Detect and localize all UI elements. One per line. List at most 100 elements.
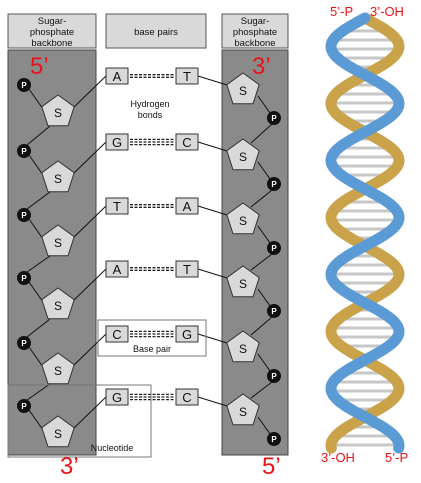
phosphate-label: P	[21, 339, 27, 348]
nucleotide-label: Nucleotide	[91, 443, 134, 453]
right-backbone-header-line-2: phosphate	[233, 27, 277, 38]
base-pair-label: Base pair	[133, 344, 171, 354]
phosphate-label: P	[271, 435, 277, 444]
phosphate-label: P	[21, 147, 27, 156]
sugar-base-connectors	[73, 75, 228, 429]
left-base-box	[105, 133, 129, 151]
hydrogen-bond-lines	[130, 330, 174, 338]
sugar-label: S	[54, 299, 62, 313]
left-backbone-links	[26, 88, 51, 431]
phosphate-circle	[267, 304, 281, 318]
phosphate-circle	[267, 177, 281, 191]
hydrogen-bond-lines	[130, 267, 174, 271]
left-base-box	[105, 388, 129, 406]
right-base-box	[175, 133, 199, 151]
left-base-box	[105, 197, 129, 215]
base-pairs-header: base pairs	[105, 13, 207, 49]
left-nucleotide: SP	[17, 336, 75, 385]
helix-blue-strand	[325, 12, 405, 454]
left-nucleotide: SP	[17, 78, 75, 127]
sugar-label: S	[239, 214, 247, 228]
sugar-pentagon	[226, 72, 260, 105]
base-pair-annotation: Base pair	[97, 319, 207, 357]
sugar-pentagon	[226, 202, 260, 235]
right-base-letter: A	[183, 199, 192, 214]
phosphate-circle	[17, 271, 31, 285]
phosphate-circle	[17, 78, 31, 92]
base-pairs-header-label: base pairs	[134, 27, 178, 38]
phosphate-label: P	[271, 307, 277, 316]
left-nucleotide: SP	[17, 144, 75, 193]
left-backbone-header-line-1: Sugar-	[38, 16, 67, 27]
phosphate-circle	[17, 208, 31, 222]
left-backbone-header-line-2: phosphate	[30, 27, 74, 38]
right-nucleotide: SP	[226, 265, 281, 318]
left-nucleotide: SP	[17, 208, 75, 257]
sugar-label: S	[54, 172, 62, 186]
right-bottom-end-label: 5’	[262, 453, 281, 480]
sugar-pentagon	[226, 265, 260, 298]
sugar-pentagon	[41, 224, 75, 257]
phosphate-circle	[17, 336, 31, 350]
sugar-label: S	[239, 277, 247, 291]
phosphate-label: P	[271, 372, 277, 381]
phosphate-label: P	[21, 274, 27, 283]
phosphate-circle	[267, 241, 281, 255]
hydrogen-bonds-annotation: Hydrogen bonds	[130, 99, 169, 120]
right-nucleotide: SP	[226, 393, 281, 446]
phosphate-label: P	[21, 211, 27, 220]
helix-bottom-left-label: 3’-OH	[321, 450, 355, 465]
right-base-box	[175, 67, 199, 85]
hydrogen-bonds-label-line-2: bonds	[138, 110, 163, 120]
phosphate-circle	[17, 144, 31, 158]
hydrogen-bond-lines	[130, 204, 174, 208]
sugar-label: S	[239, 84, 247, 98]
sugar-label: S	[54, 106, 62, 120]
left-base-letter: G	[112, 390, 122, 405]
right-backbone-header: Sugar- phosphate backbone	[221, 13, 289, 49]
sugar-pentagon	[41, 160, 75, 193]
sugar-pentagon	[41, 415, 75, 448]
right-nucleotide: SP	[226, 330, 281, 383]
sugar-pentagon	[41, 287, 75, 320]
left-nucleotide: SP	[17, 271, 75, 320]
right-base-letter: C	[182, 135, 191, 150]
hydrogen-bond-lines	[130, 138, 174, 146]
right-base-box	[175, 197, 199, 215]
left-base-letter: A	[113, 69, 122, 84]
right-base-box	[175, 325, 199, 343]
right-base-box	[175, 388, 199, 406]
helix-top-right-label: 3’-OH	[370, 4, 404, 19]
sugar-label: S	[54, 427, 62, 441]
left-bottom-end-label: 3’	[60, 453, 79, 480]
right-nucleotide: SP	[226, 72, 281, 125]
sugar-pentagon	[41, 352, 75, 385]
right-backbone-links	[250, 95, 273, 435]
hydrogen-bond-lines	[130, 74, 174, 78]
left-base-letter: G	[112, 135, 122, 150]
hydrogen-bond-lines	[130, 393, 174, 401]
sugar-label: S	[54, 236, 62, 250]
sugar-label: S	[239, 342, 247, 356]
helix-bottom-right-label: 5’-P	[385, 450, 408, 465]
sugar-label: S	[54, 364, 62, 378]
left-backbone-header: Sugar- phosphate backbone	[7, 13, 97, 49]
double-helix-illustration	[325, 12, 405, 454]
sugar-pentagon	[226, 330, 260, 363]
helix-gold-strand	[325, 12, 405, 454]
left-base-letter: A	[113, 262, 122, 277]
right-base-letter: T	[183, 262, 191, 277]
left-base-letter: T	[113, 199, 121, 214]
right-backbone-header-line-1: Sugar-	[241, 16, 270, 27]
left-base-box	[105, 260, 129, 278]
phosphate-circle	[267, 432, 281, 446]
phosphate-circle	[267, 369, 281, 383]
